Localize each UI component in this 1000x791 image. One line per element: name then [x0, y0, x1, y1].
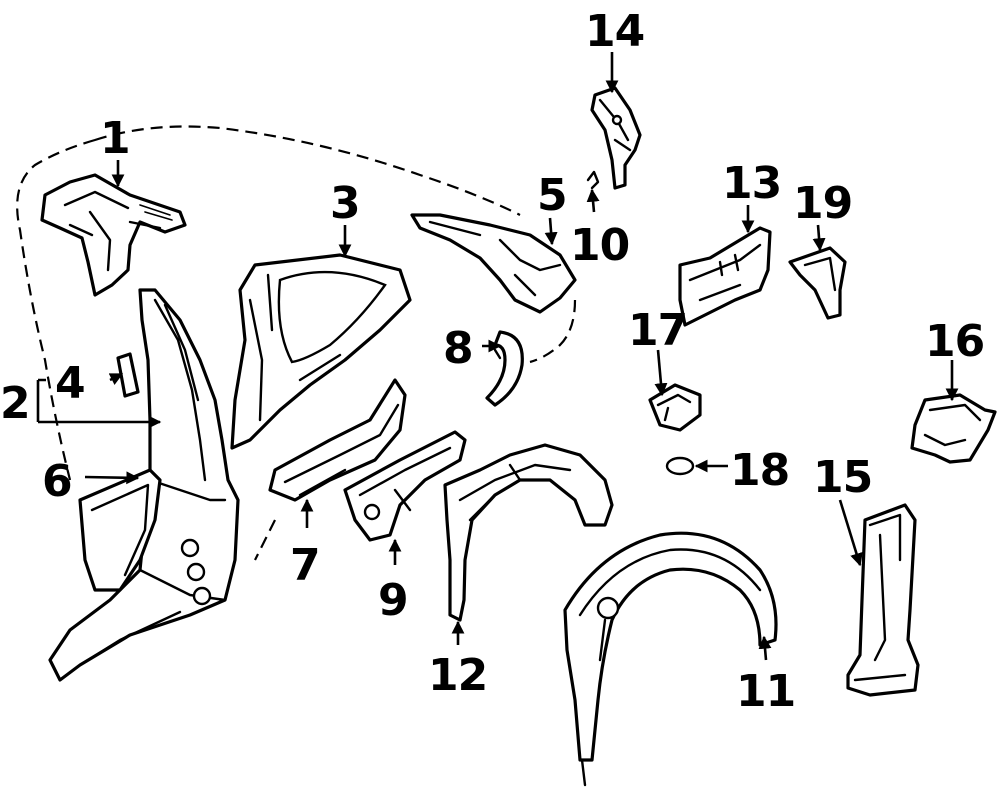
part-10 — [586, 170, 600, 190]
part-14 — [590, 86, 642, 190]
callout-14: 14 — [585, 6, 644, 57]
part-11 — [563, 531, 778, 787]
callout-8: 8 — [443, 323, 473, 374]
callout-18: 18 — [730, 445, 789, 496]
callout-2: 2 — [0, 378, 30, 429]
callout-11: 11 — [736, 666, 795, 717]
callout-17: 17 — [628, 305, 687, 356]
part-6 — [78, 468, 162, 592]
part-12 — [443, 443, 614, 622]
part-18 — [665, 456, 695, 476]
body-outline-dashed — [16, 125, 577, 561]
callout-7: 7 — [290, 540, 320, 591]
part-17 — [648, 383, 702, 432]
callout-5: 5 — [537, 170, 567, 221]
callout-9: 9 — [378, 575, 408, 626]
part-3 — [230, 253, 412, 450]
callout-labels: 1 2 3 4 5 6 7 8 9 10 11 12 13 14 15 16 1… — [0, 6, 985, 717]
part-13 — [678, 226, 772, 327]
callout-12: 12 — [428, 650, 487, 701]
callout-3: 3 — [330, 178, 360, 229]
callout-1: 1 — [100, 113, 130, 164]
part-5 — [410, 213, 577, 314]
part-16 — [910, 393, 997, 464]
callout-6: 6 — [42, 456, 72, 507]
callout-15: 15 — [813, 452, 872, 503]
part-8 — [485, 330, 524, 407]
callout-19: 19 — [793, 178, 852, 229]
part-1 — [40, 173, 187, 297]
part-19 — [788, 246, 847, 320]
callout-13: 13 — [722, 158, 781, 209]
leader-lines — [36, 52, 959, 661]
callout-4: 4 — [55, 358, 85, 409]
callout-16: 16 — [925, 316, 984, 367]
callout-10: 10 — [570, 220, 629, 271]
part-7 — [268, 378, 407, 502]
part-15 — [846, 503, 920, 697]
part-9 — [343, 430, 467, 542]
